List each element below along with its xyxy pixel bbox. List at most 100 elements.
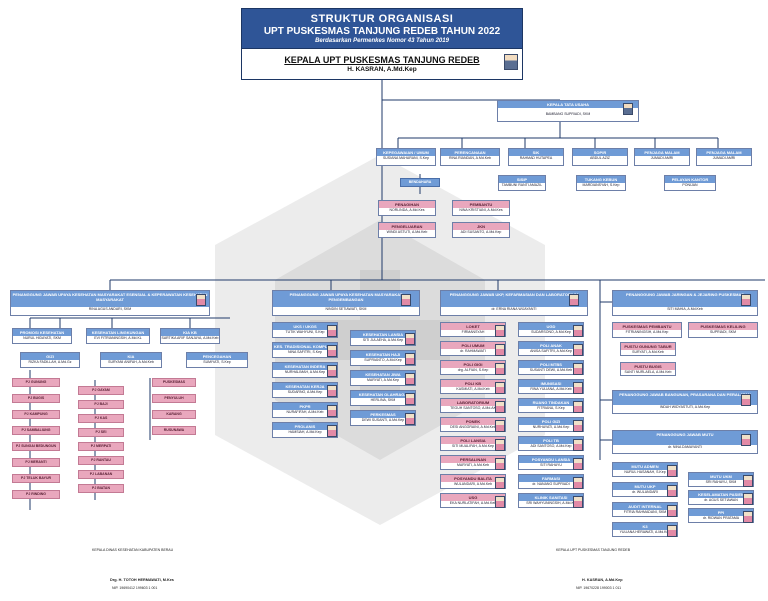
pj-title: PENANGGUNG JAWAB BANGUNAN, PRASARANA DAN…	[613, 391, 757, 405]
staff-photo	[327, 405, 337, 417]
unit-title: KESEHATAN INDERA	[273, 363, 337, 370]
unit-title: KLINIK SANITASI	[519, 494, 583, 501]
chart-title: STRUKTUR ORGANISASI	[310, 13, 454, 25]
staff-photo	[573, 344, 583, 356]
ukm-unit-gizi: GIZI RIZKA FADILLAH, A.Md.Gz	[20, 352, 80, 368]
unit-title: KIA	[101, 353, 161, 360]
staff-photo	[405, 353, 415, 365]
pj-name: INDAH WIDYASTUTI, A.Md.Kep	[659, 405, 711, 409]
unit-name: dr. WULANDARI	[632, 490, 658, 494]
unit-title: KESEHATAN OLAHRAGA	[351, 391, 415, 398]
unit-title: POLI LANSIA	[441, 437, 505, 444]
staff-photo	[573, 439, 583, 451]
tu-unit-tukang-kebun: TUKANG KEBUN MARDIANSYAH, S.Kep	[576, 175, 626, 191]
unit-title: PUSKESMAS PEMBANTU	[613, 323, 681, 330]
unit-title: FARMASI	[519, 475, 583, 482]
unit-title: KEPEGAWAIAN / UMUM	[377, 149, 435, 156]
unit-title: PONEK	[441, 418, 505, 425]
kepala-title: KEPALA UPT PUSKESMAS TANJUNG REDEB	[284, 55, 480, 65]
staff-photo	[743, 511, 753, 523]
unit-name: WINDI ASTUTI, A.Md.Keb	[386, 230, 428, 234]
unit-title: PROLANIS	[273, 423, 337, 430]
unit-name: ABDUL AZIZ	[590, 156, 610, 160]
unit-name: SARTIKA ARIF SANJAYA, A.Md.Keb	[161, 336, 219, 340]
unit-title: KESEHATAN LANSIA	[351, 331, 415, 338]
staff-photo	[495, 477, 505, 489]
unit-name: RAHMAD HUTAPEA	[519, 156, 553, 160]
unit-title: POLI UMUM	[441, 342, 505, 349]
sig-left-title: KEPALA DINAS KESEHATAN KABUPATEN BERAU	[92, 548, 174, 552]
pj-name: RINA AGUS ANDARI, SKM	[88, 307, 132, 311]
staff-photo	[327, 385, 337, 397]
unit-title: PERKESMAS	[351, 411, 415, 418]
unit-title: PENGELUARAN	[379, 223, 435, 230]
sig-left-nip: NIP. 19690412 199603 1 001	[112, 586, 158, 590]
staff-photo	[495, 344, 505, 356]
pj-mutu: PENANGGUNG JAWAB MUTU dr. NINA DAMAYANTI	[612, 430, 758, 454]
unit-name: SUDARSONO, A.Md.Kep	[531, 330, 571, 334]
chart-subtitle: UPT PUSKESMAS TANJUNG REDEB TAHUN 2022	[263, 26, 501, 37]
unit-title: MUTU UKP	[613, 483, 677, 490]
pj-photo	[401, 294, 411, 306]
unit-title: KESELAMATAN PASIEN	[689, 491, 753, 498]
unit-name: SURYANI ANIFAH, A.Md.Keb	[108, 360, 154, 364]
bendahara-label: BENDAHARA	[400, 178, 440, 187]
unit-name: ANISA SAFITRI, A.Md.Kep	[530, 349, 572, 353]
pj-title: PENANGGUNG JAWAB UKP, KEFARMASIAN DAN LA…	[441, 291, 587, 307]
unit-name: HAMSIAH, A.Md.Kep	[288, 430, 322, 434]
tu-unit-pelayan: PELAYAN KANTOR PONIJAN	[664, 175, 716, 191]
unit-title: PUSKESMAS KELILING	[689, 323, 757, 330]
unit-title: PUSTU GUNUNG TABUR	[621, 343, 675, 350]
tu-unit-extra: PENJAGA MALAM JUMADI AMRI	[696, 148, 752, 166]
staff-photo	[495, 325, 505, 337]
unit-name: MARDIANSYAH, S.Kep	[582, 183, 620, 187]
pj-photo	[569, 294, 579, 306]
ukm-unit-pencegahan: PENCEGAHAN SUMIYATI, S.Kep	[186, 352, 248, 368]
unit-name: NINA SAFITRI, S.Kep	[287, 350, 323, 354]
sig-right-title: KEPALA UPT PUSKESMAS TANJUNG REDEB	[556, 548, 631, 552]
bendahara-pengeluaran: PENGELUARAN WINDI ASTUTI, A.Md.Keb	[378, 222, 436, 238]
staff-photo	[743, 493, 753, 505]
tu-unit-penjaga: PENJAGA MALAM JUMADI AMRI	[634, 148, 690, 166]
staff-photo	[495, 420, 505, 432]
jaringan-pustu-2: PUSTU BUGIS SANTI NURLAELA, A.Md.Keb	[620, 362, 676, 376]
pj-photo	[741, 434, 751, 446]
unit-name: SUMIYATI, S.Kep	[203, 360, 231, 364]
unit-name: SITI MUALIFAH, A.Md.Kep	[451, 444, 494, 448]
unit-title: SISIP	[499, 176, 545, 183]
pustu-label: PJ RINDING	[12, 490, 60, 499]
unit-name: TUTIK WAHYUNI, S.Kep	[285, 330, 325, 334]
kepala-name: H. KASRAN, A.Md.Kep	[347, 66, 417, 73]
unit-title: PROMOSI KESEHATAN	[13, 329, 71, 336]
staff-photo	[405, 333, 415, 345]
pj-ukm-pengembangan: PENANGGUNG JAWAB UPAYA KESEHATAN MASYARA…	[272, 290, 420, 316]
unit-name: EVI FITRIANINGSIH, A.Md.KL	[94, 336, 142, 340]
bendahara-pembantu: PEMBANTU NINA KRISTIANI, A.Md.Kes	[452, 200, 510, 216]
jaringan-pustu-1: PUSTU GUNUNG TABUR SURYATI, A.Md.Keb	[620, 342, 676, 356]
staff-photo	[573, 325, 583, 337]
unit-title: KESEHATAN LINGKUNGAN	[87, 329, 149, 336]
staff-photo	[667, 505, 677, 517]
unit-title: IMUNISASI	[519, 380, 583, 387]
kepala-photo	[504, 54, 518, 70]
unit-box: KES. TRADISIONAL KOMPLEMENTERNINA SAFITR…	[272, 342, 338, 358]
staff-photo	[573, 477, 583, 489]
staff-photo	[667, 465, 677, 477]
staff-photo	[327, 425, 337, 437]
unit-name: NURUL HIDAYATI, SKM	[23, 336, 61, 340]
